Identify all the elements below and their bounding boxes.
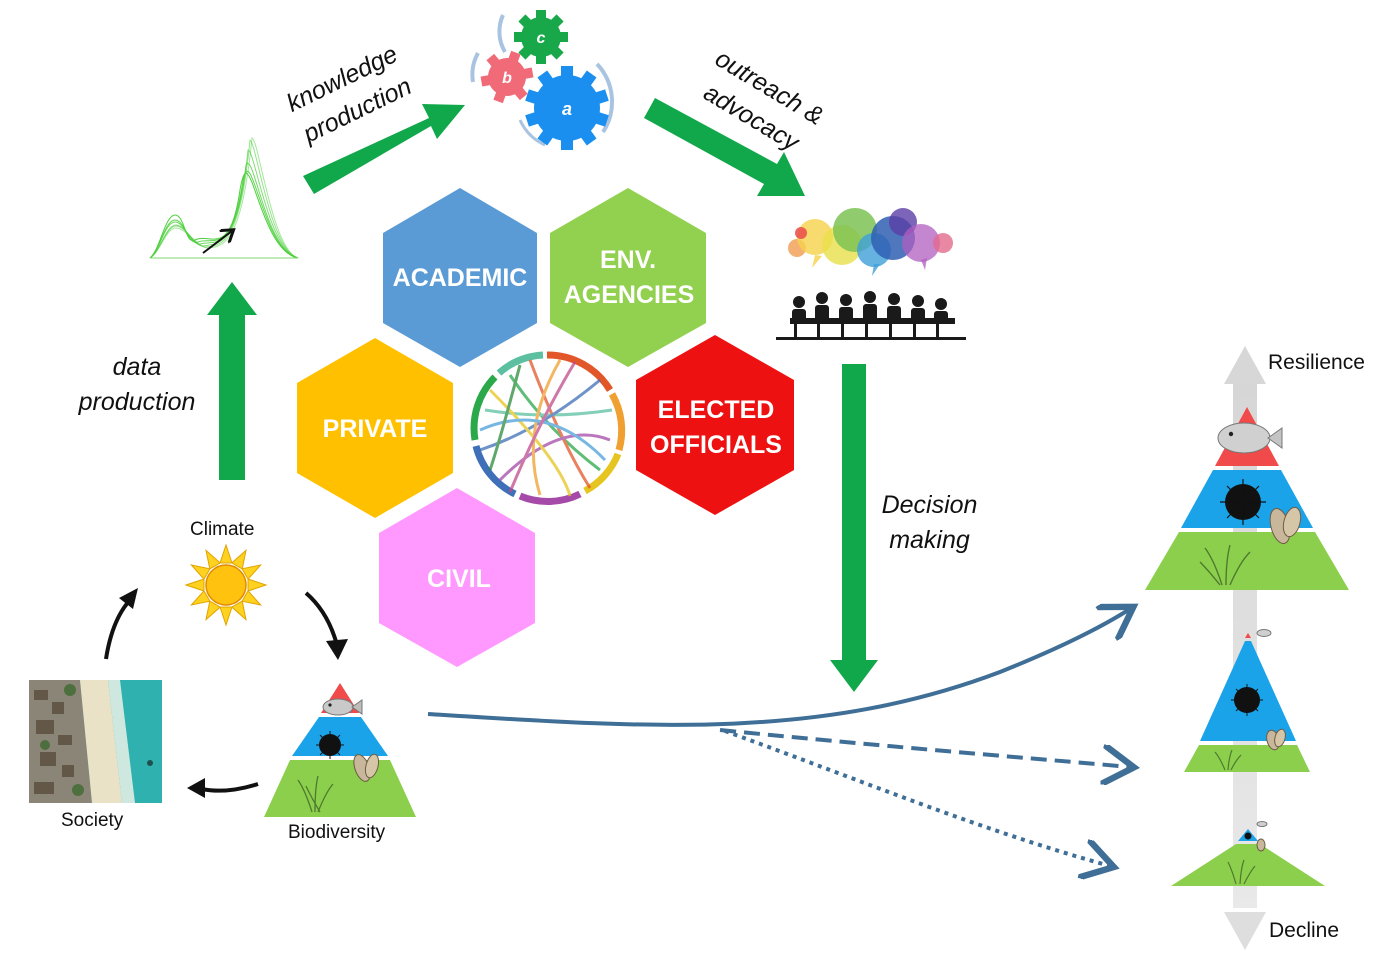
biodiversity-label: Biodiversity <box>288 822 386 843</box>
knowledge-production-arrow <box>303 104 465 194</box>
meeting-silhouettes-icon <box>776 291 966 340</box>
sun-icon <box>184 543 268 627</box>
decision-making-line-1: Decision <box>881 491 978 519</box>
hex-elected-label-1: ELECTED <box>658 396 775 424</box>
pyramid-stable <box>1184 629 1310 772</box>
resilience-label: Resilience <box>1268 351 1365 374</box>
society-label: Society <box>61 810 124 831</box>
decline-label: Decline <box>1269 919 1340 942</box>
climate-label: Climate <box>190 519 255 540</box>
hex-private: PRIVATE <box>297 338 453 518</box>
trajectory-stable-arrow <box>719 728 1130 767</box>
biodiversity-pyramid <box>264 683 416 817</box>
cycle-arrow-society-to-climate <box>104 588 138 660</box>
data-production-arrow <box>207 282 257 480</box>
hex-civil: CIVIL <box>379 488 535 667</box>
data-production-line-2: production <box>78 388 196 416</box>
decision-making-line-2: making <box>889 526 970 554</box>
speech-bubbles-icon <box>788 208 953 276</box>
gear-a-icon: a <box>518 62 615 150</box>
gear-c-label: c <box>537 30 546 47</box>
trajectory-resilience-arrow <box>427 609 1130 727</box>
decision-making-arrow <box>830 364 878 692</box>
outreach-advocacy-arrow <box>644 98 805 196</box>
pyramid-declining <box>1171 821 1325 886</box>
trajectory-decline-arrow <box>724 729 1110 866</box>
hex-civil-label: CIVIL <box>427 565 491 593</box>
society-aerial-photo <box>29 680 162 803</box>
pyramid-resilient <box>1145 407 1349 590</box>
chord-diagram-icon <box>470 351 626 505</box>
trend-arrow-icon <box>202 231 232 254</box>
hex-env-label-2: AGENCIES <box>564 281 695 309</box>
hex-elected-label-2: OFFICIALS <box>650 431 782 459</box>
hex-private-label: PRIVATE <box>323 415 428 443</box>
hex-academic: ACADEMIC <box>383 188 537 367</box>
data-production-label: data production <box>62 350 212 420</box>
hex-academic-label: ACADEMIC <box>393 264 528 292</box>
hex-elected-officials: ELECTED OFFICIALS <box>636 335 794 515</box>
gear-b-icon: b <box>470 50 534 104</box>
data-production-line-1: data <box>112 353 162 381</box>
hex-env-label-1: ENV. <box>600 246 656 274</box>
gear-b-label: b <box>502 70 512 87</box>
gear-a-label: a <box>562 99 572 119</box>
cycle-arrow-biodiversity-to-society <box>187 778 259 798</box>
decision-making-label: Decision making <box>862 488 997 558</box>
cycle-arrow-climate-to-biodiversity <box>304 591 348 660</box>
hex-env-agencies: ENV. AGENCIES <box>550 188 706 367</box>
distribution-curves-icon <box>149 137 299 259</box>
